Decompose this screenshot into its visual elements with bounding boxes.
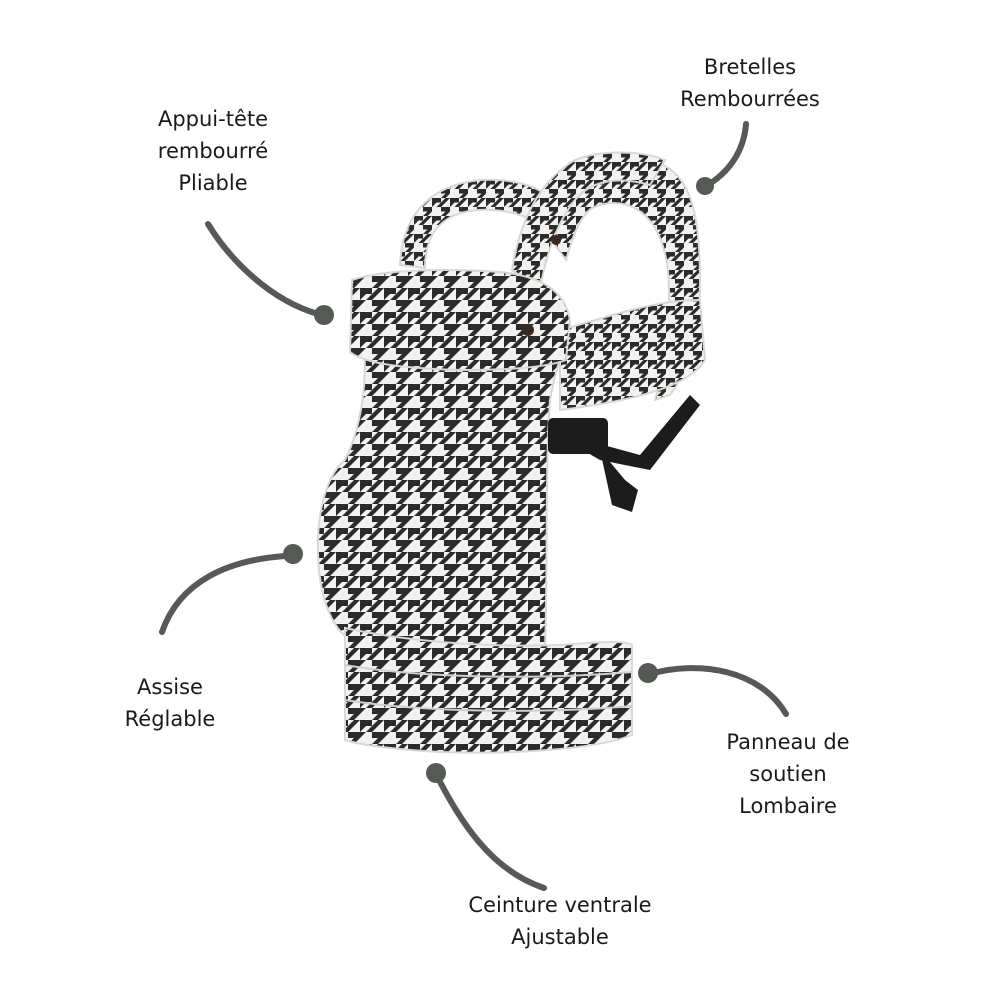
leader-headrest <box>205 221 321 317</box>
label-lumbar: Panneau de soutien Lombaire <box>703 726 873 822</box>
label-lumbar-line1: Panneau de <box>726 730 850 754</box>
label-seat-line2: Réglable <box>124 707 216 731</box>
label-straps-line2: Rembourrées <box>680 87 820 111</box>
headrest <box>348 269 572 371</box>
label-straps-line1: Bretelles <box>703 55 797 79</box>
label-headrest-line2: rembourré <box>157 139 269 163</box>
dot-seat <box>283 544 303 564</box>
label-headrest-line3: Pliable <box>178 171 248 195</box>
leader-lumbar <box>647 665 789 717</box>
label-lumbar-line3: Lombaire <box>739 794 837 818</box>
label-straps: Bretelles Rembourrées <box>655 51 845 115</box>
dot-lumbar <box>638 663 658 683</box>
label-belt: Ceinture ventrale Ajustable <box>445 889 675 953</box>
label-belt-line1: Ceinture ventrale <box>468 893 652 917</box>
body-panel <box>316 323 572 652</box>
label-headrest: Appui-tête rembourré Pliable <box>128 103 298 199</box>
label-lumbar-line2: soutien <box>749 762 827 786</box>
label-headrest-line1: Appui-tête <box>157 107 269 131</box>
label-belt-line2: Ajustable <box>511 925 609 949</box>
dot-headrest <box>314 305 334 325</box>
leader-dots <box>283 177 714 783</box>
leader-seat <box>159 553 288 635</box>
leader-lines <box>159 121 789 891</box>
dot-straps <box>696 177 714 195</box>
leader-belt <box>435 775 547 891</box>
front-strap <box>510 151 667 292</box>
buckle <box>548 418 608 454</box>
waist-belt <box>344 626 633 754</box>
label-seat: Assise Réglable <box>95 671 245 735</box>
rear-strap-lower <box>559 298 707 412</box>
leader-straps <box>703 121 749 189</box>
dot-belt <box>426 763 446 783</box>
label-seat-line1: Assise <box>137 675 203 699</box>
